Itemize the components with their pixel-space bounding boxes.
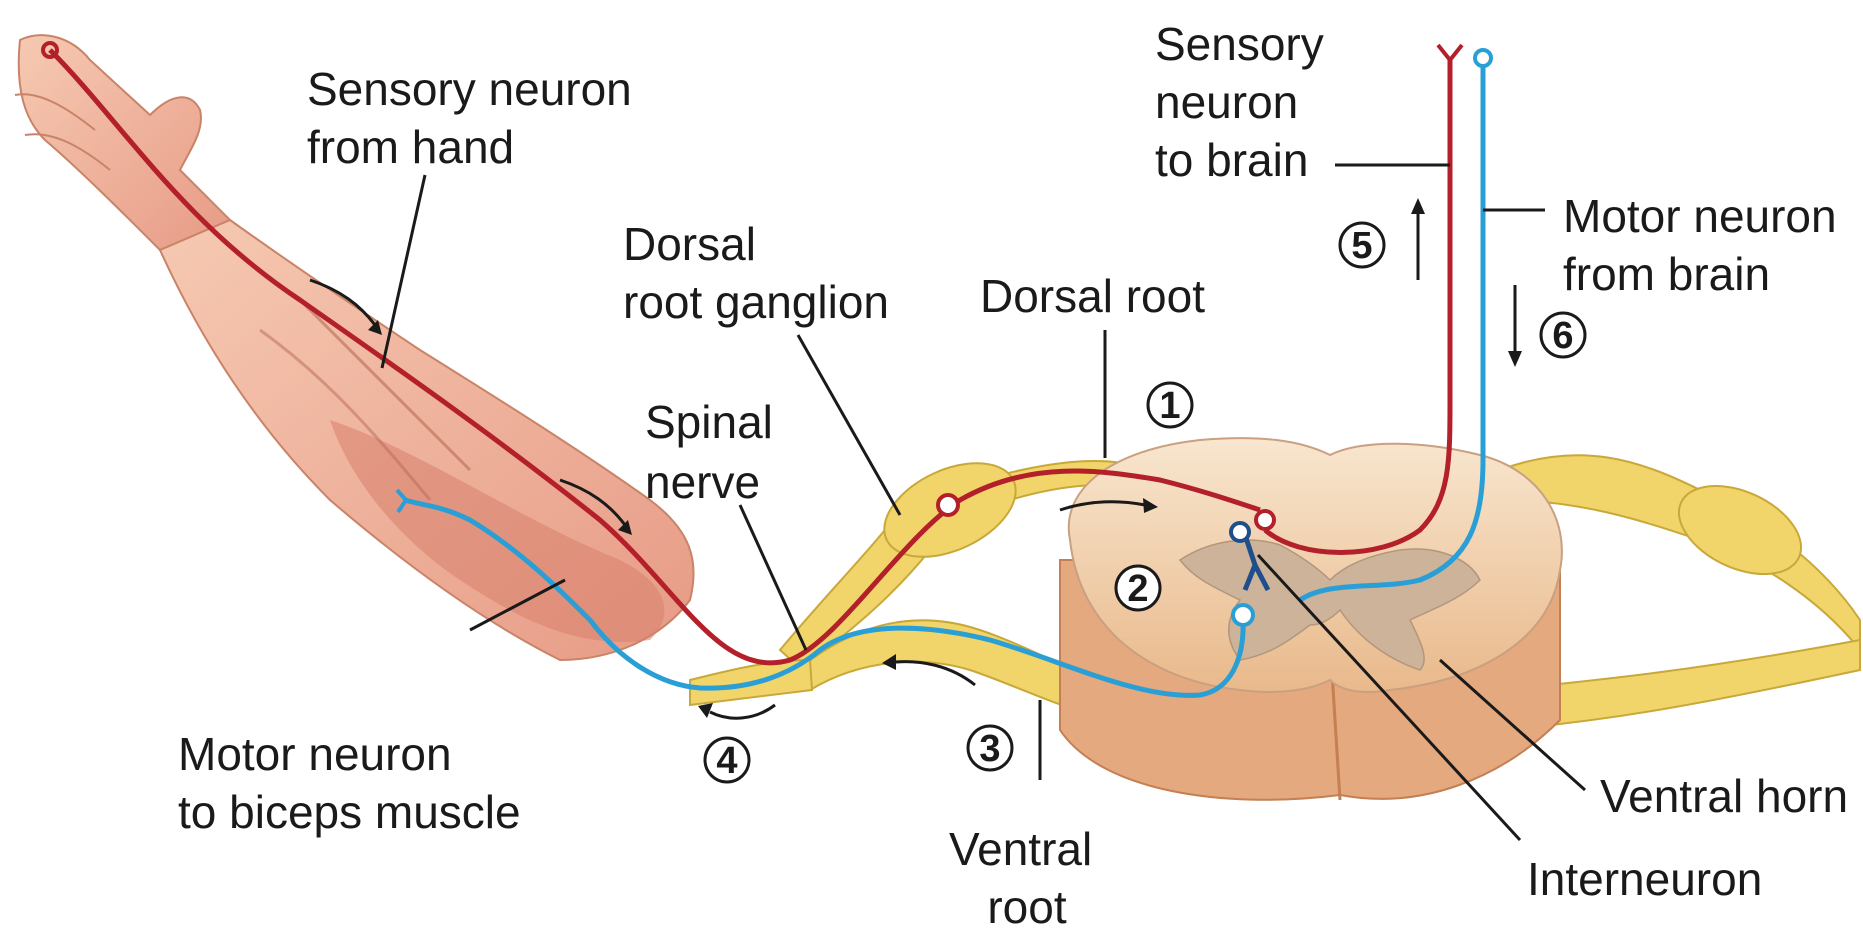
step-1: 1 [1146, 381, 1194, 429]
biceps-muscle [330, 420, 665, 642]
motor-from-brain-path [1298, 62, 1486, 603]
sensory-neuron-path [48, 48, 1261, 666]
label-dorsal-root-ganglion: Dorsal root ganglion [623, 218, 889, 328]
label-motor-to-biceps: Motor neuron to biceps muscle [178, 728, 521, 838]
motor-cell-body [1231, 603, 1255, 627]
label-motor-from-brain: Motor neuron from brain [1563, 190, 1849, 300]
neuron-paths [41, 41, 1493, 698]
step-markers: 1 2 3 4 5 6 [703, 221, 1587, 784]
label-sensory-from-hand: Sensory neuron from hand [307, 63, 645, 173]
interneuron-path [1242, 534, 1271, 592]
svg-text:3: 3 [979, 728, 1000, 770]
spinal-cord [1059, 437, 1563, 801]
label-interneuron: Interneuron [1527, 853, 1762, 905]
flow-arrows [309, 198, 1522, 720]
sensory-to-brain-path [1263, 60, 1453, 555]
step-2: 2 [1114, 564, 1162, 612]
label-spinal-nerve: Spinal nerve [645, 396, 786, 508]
step-4: 4 [703, 736, 751, 784]
label-ventral-root: Ventral root [949, 823, 1105, 929]
step-5: 5 [1338, 221, 1386, 269]
svg-text:6: 6 [1552, 315, 1573, 357]
motor-neuron-path [404, 497, 1246, 698]
labels: Sensory neuron from hand Dorsal root gan… [178, 18, 1849, 929]
right-ventral-root [1499, 638, 1861, 732]
leader-lines [380, 163, 1587, 842]
interneuron-cell [1229, 521, 1251, 543]
svg-text:2: 2 [1127, 568, 1148, 610]
sensory-cell-body [936, 493, 960, 517]
label-sensory-to-brain: Sensory neuron to brain [1155, 18, 1337, 186]
sensory-receptor [41, 41, 59, 59]
step-6: 6 [1539, 311, 1587, 359]
label-ventral-horn: Ventral horn [1600, 770, 1848, 822]
svg-text:1: 1 [1159, 385, 1180, 427]
label-dorsal-root: Dorsal root [980, 270, 1205, 322]
svg-text:4: 4 [716, 740, 737, 782]
step-3: 3 [966, 724, 1014, 772]
svg-text:5: 5 [1351, 225, 1372, 267]
